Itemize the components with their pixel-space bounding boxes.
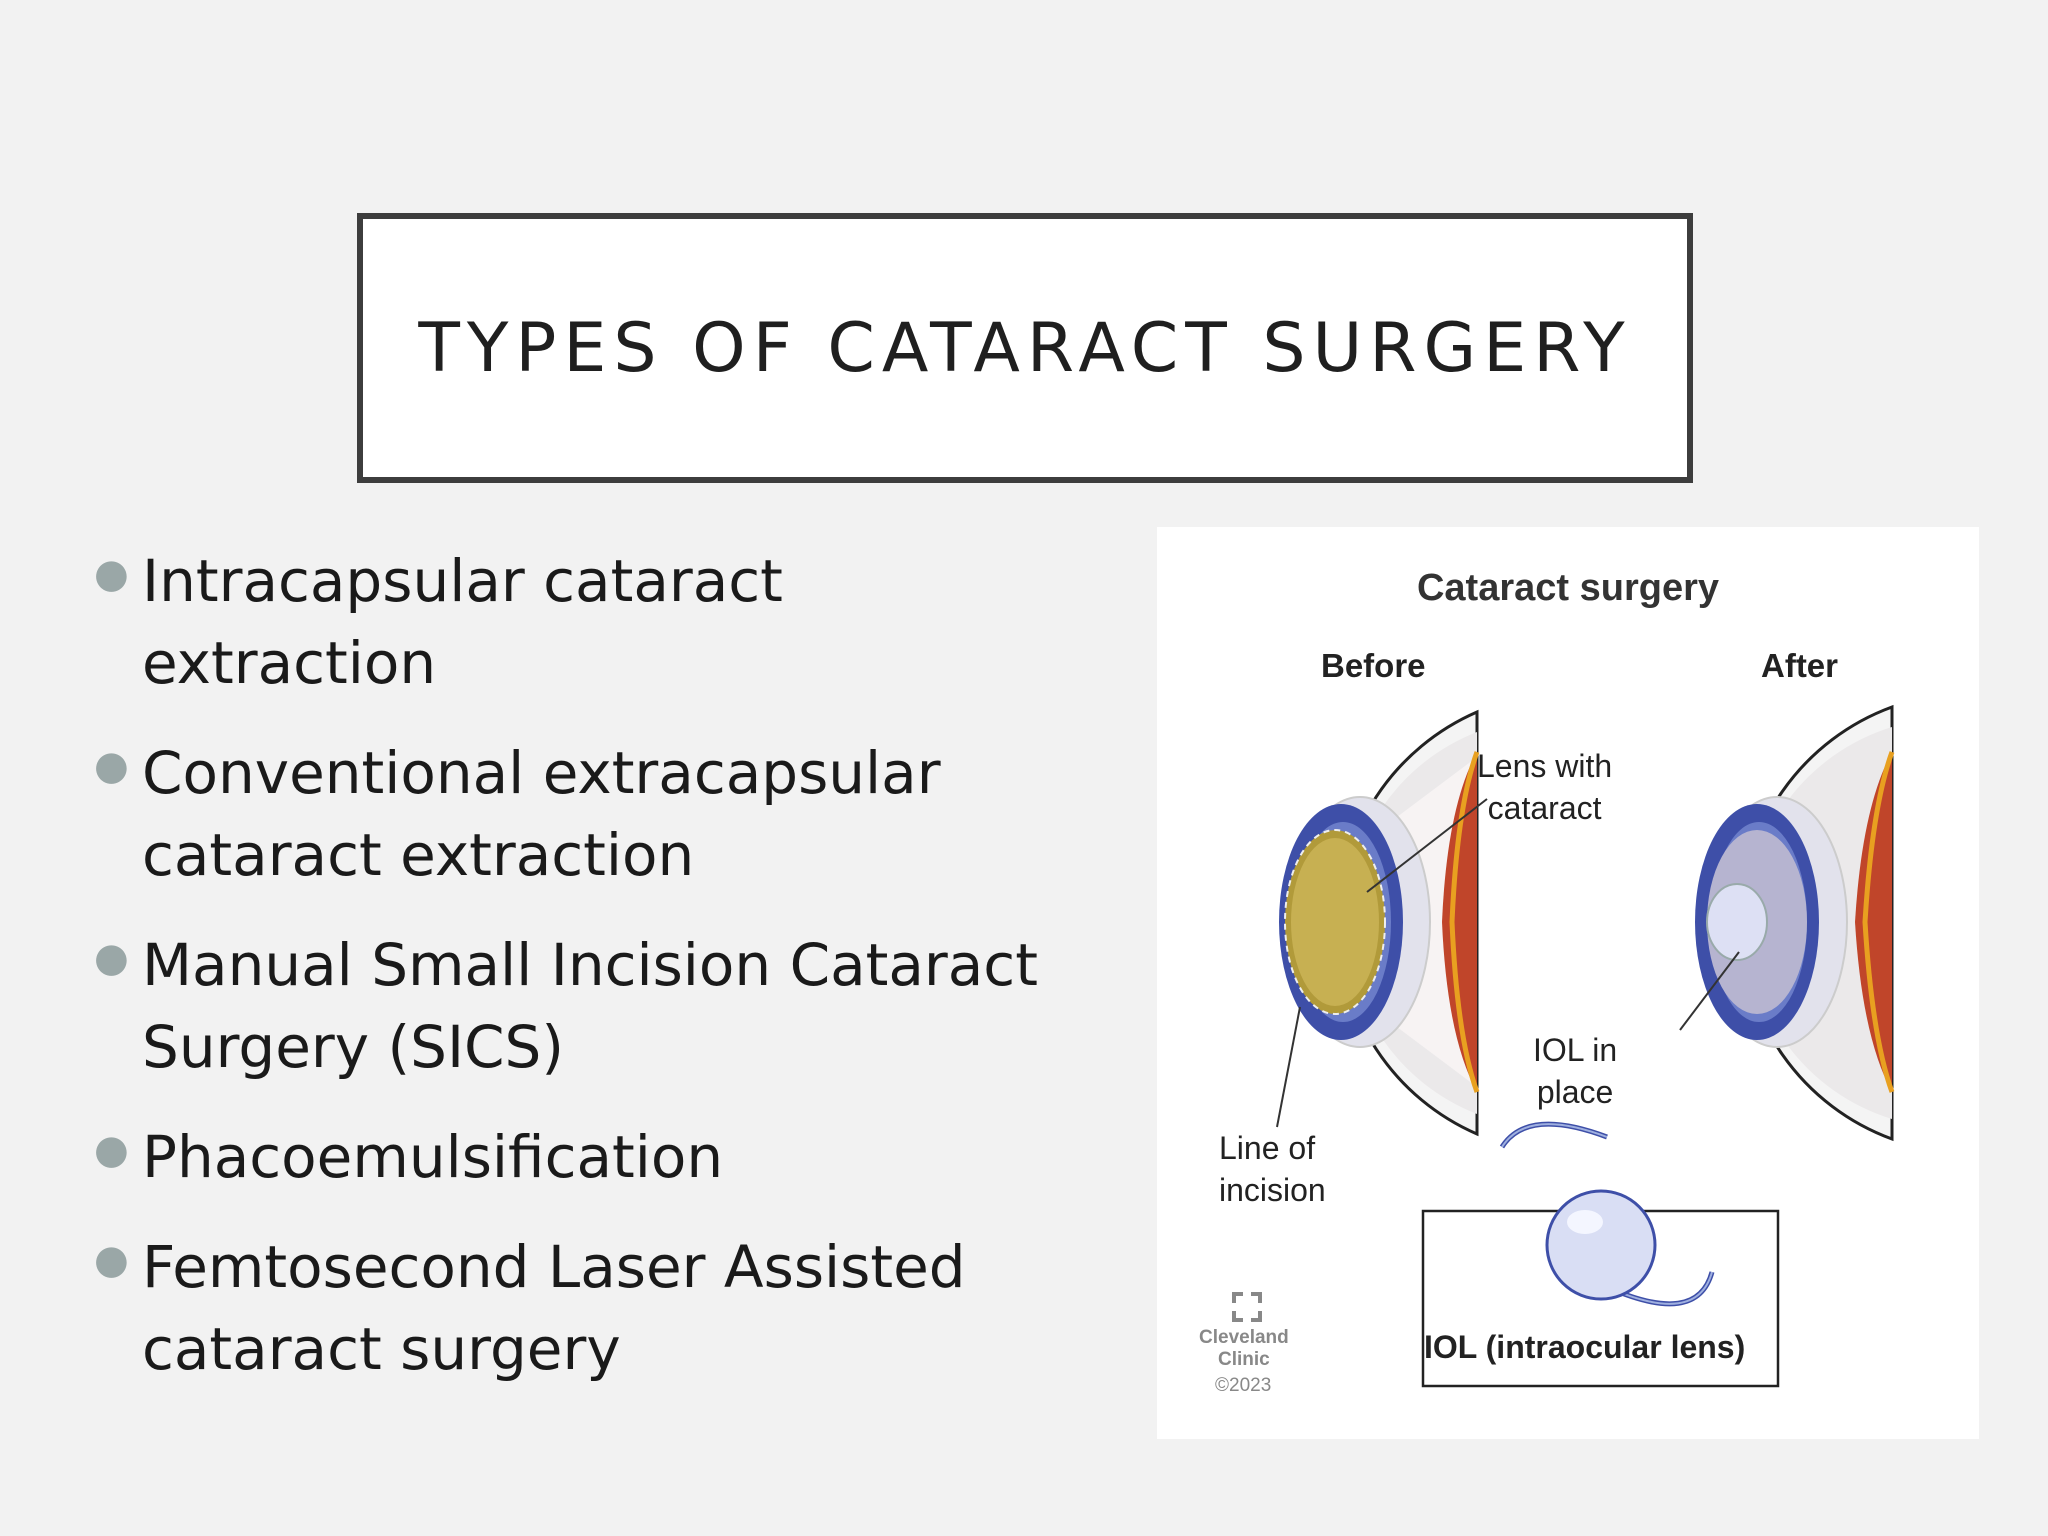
bullet-dot-icon: ● xyxy=(94,551,129,597)
bullet-item: ● Conventional extracapsular cataract ex… xyxy=(90,732,1090,896)
lens-label-line: Lens with xyxy=(1477,748,1613,784)
eye-illustration xyxy=(1230,704,1895,1388)
brand-label: Cleveland Clinic xyxy=(1199,1327,1289,1371)
before-eye-drawing xyxy=(1276,709,1488,1137)
title-box: TYPES OF CATARACT SURGERY xyxy=(357,213,1693,483)
bullet-item: ● Phacoemulsification xyxy=(90,1116,1090,1198)
brand-line: Cleveland xyxy=(1199,1327,1289,1348)
copyright-label: ©2023 xyxy=(1215,1375,1272,1396)
bullet-text-line: cataract surgery xyxy=(142,1315,621,1383)
brand-line: Clinic xyxy=(1218,1349,1270,1370)
after-label: After xyxy=(1761,647,1839,684)
figure-title: Cataract surgery xyxy=(1416,567,1720,609)
iol-box-label: IOL (intraocular lens) xyxy=(1424,1329,1746,1365)
bullet-list: ● Intracapsular cataract extraction ● Co… xyxy=(90,540,1090,1418)
bullet-dot-icon: ● xyxy=(94,935,129,981)
bullet-item: ● Intracapsular cataract extraction xyxy=(90,540,1090,704)
bullet-text-line: Phacoemulsification xyxy=(142,1123,724,1191)
cleveland-clinic-logo xyxy=(1230,1290,1264,1324)
incision-line: incision xyxy=(1219,1172,1326,1208)
bullet-text-line: Intracapsular cataract xyxy=(142,547,783,615)
bullet-dot-icon: ● xyxy=(94,1237,129,1283)
bullet-text-line: Surgery (SICS) xyxy=(142,1013,565,1081)
lens-with-cataract-label: Lens with cataract xyxy=(1477,745,1612,829)
bullet-text-line: cataract extraction xyxy=(142,821,695,889)
iol-in-place-label: IOL in place xyxy=(1533,1029,1617,1113)
bullet-text-line: Femtosecond Laser Assisted xyxy=(142,1233,966,1301)
bullet-text-line: extraction xyxy=(142,629,437,697)
bullet-item: ● Femtosecond Laser Assisted cataract su… xyxy=(90,1226,1090,1390)
bullet-text-line: Conventional extracapsular xyxy=(142,739,941,807)
iol-place-line: IOL in xyxy=(1533,1032,1618,1068)
bullet-dot-icon: ● xyxy=(94,1127,129,1173)
iol-lens-drawing xyxy=(1499,1121,1715,1307)
lens-label-line: cataract xyxy=(1487,790,1602,826)
bullet-text-line: Manual Small Incision Cataract xyxy=(142,931,1038,999)
bullet-item: ● Manual Small Incision Cataract Surgery… xyxy=(90,924,1090,1088)
line-of-incision-label: Line of incision xyxy=(1219,1127,1326,1211)
slide-title: TYPES OF CATARACT SURGERY xyxy=(418,308,1632,388)
cataract-surgery-figure: Cataract surgery Before After Lens with … xyxy=(1157,527,1979,1439)
iol-place-line: place xyxy=(1536,1074,1614,1110)
bullet-dot-icon: ● xyxy=(94,743,129,789)
after-eye-drawing xyxy=(1679,704,1895,1142)
before-label: Before xyxy=(1321,647,1426,684)
incision-line: Line of xyxy=(1219,1130,1316,1166)
